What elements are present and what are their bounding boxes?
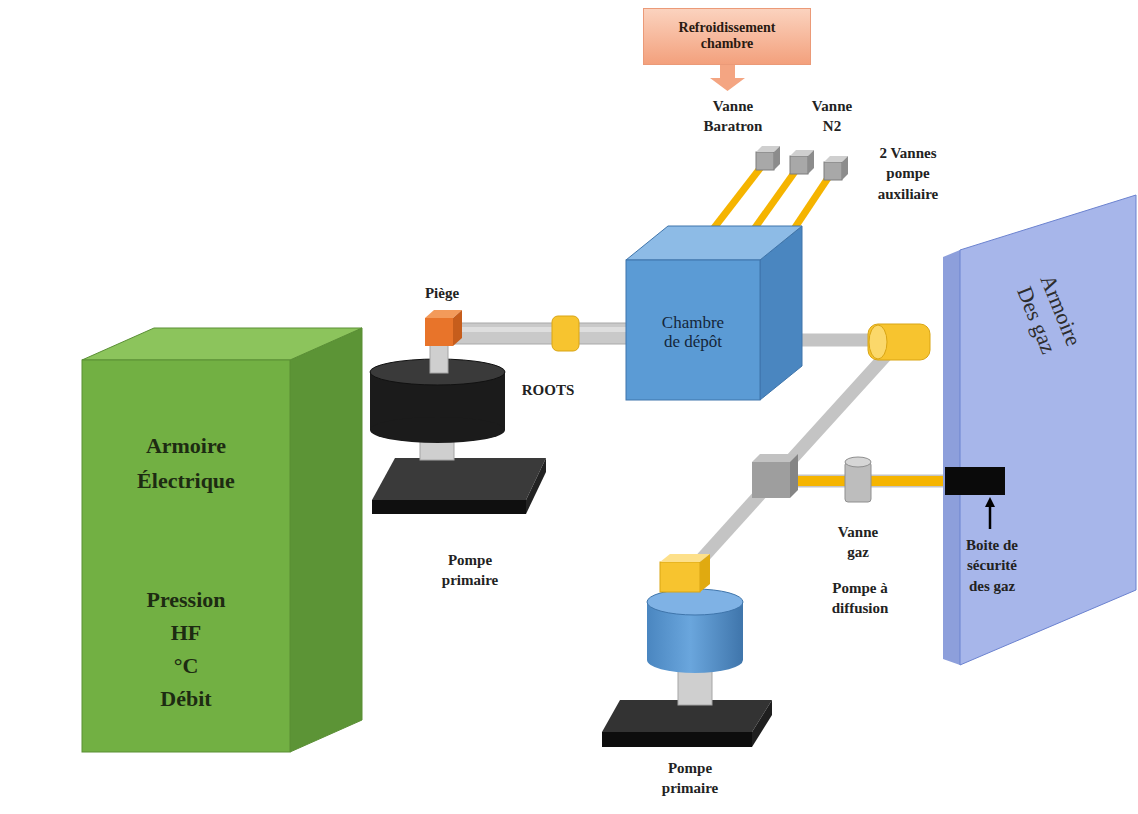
pointer-arrow: [989, 505, 992, 529]
part-label: Vanne N2: [804, 96, 860, 137]
roots-bottom: [370, 417, 505, 443]
trap-side: [453, 310, 462, 346]
cube-top: [82, 328, 362, 360]
part-label: Pompe primaire: [650, 758, 730, 799]
node-text: Refroidissement chambre: [652, 20, 802, 54]
valve-body: [756, 152, 774, 170]
pipe-highlight: [452, 327, 630, 332]
part-label: Pompe à diffusion: [821, 578, 899, 619]
junction-side: [790, 454, 798, 498]
part-label: Vanne Baratron: [696, 96, 770, 137]
node-text: Chambre de dépôt: [654, 313, 732, 352]
gas-valve: [845, 462, 871, 502]
electrical-cabinet: Armoire ÉlectriquePression HF °C Débit: [82, 328, 362, 752]
junction-top: [752, 454, 798, 462]
deposition-chamber: Chambre de dépôt: [626, 226, 802, 400]
pump-plate-front: [372, 500, 526, 514]
pump-plate: [372, 458, 546, 500]
chamber-valve: [868, 324, 930, 360]
valve-side: [842, 156, 848, 180]
valve-body: [790, 156, 808, 174]
part-label: Piège: [412, 283, 472, 303]
node-outline: [82, 328, 362, 752]
trap-shaft: [430, 343, 448, 373]
valve-side: [808, 150, 814, 174]
auxiliary-valve: [824, 156, 848, 180]
pump-plate-side: [526, 458, 546, 514]
cube-top: [626, 226, 802, 260]
pump-plate-front: [602, 732, 752, 747]
valve-body: [824, 162, 842, 180]
node-text: Armoire Électrique: [86, 428, 286, 498]
trap-front: [425, 318, 453, 346]
pump-plate-side: [752, 700, 772, 747]
part-label: Vanne gaz: [830, 522, 886, 563]
gas-cabinet: Armoire Des gaz: [943, 195, 1137, 667]
part-label: 2 Vannes pompe auxiliaire: [868, 143, 948, 204]
pipe-valve: [552, 316, 579, 351]
junction-front: [752, 462, 790, 498]
box-shape: [644, 9, 811, 65]
part-label: Pompe primaire: [430, 550, 510, 591]
part-label: ROOTS: [513, 380, 583, 400]
n2-valve: [790, 150, 814, 174]
cube-front: [626, 260, 760, 400]
cabinet-side: [943, 250, 960, 665]
cooling-arrow: [710, 64, 745, 91]
cube-front: [82, 360, 290, 752]
pipe: [452, 323, 630, 344]
part-label: Boite de sécurité des gaz: [955, 535, 1029, 596]
gas-valve-top: [845, 457, 871, 467]
diffusion-valve: [660, 562, 700, 592]
node-text: Pression HF °C Débit: [86, 583, 286, 715]
diffusion-pump-top: [647, 589, 743, 615]
node-outline: [943, 195, 1137, 667]
cabinet-face: [960, 195, 1136, 665]
pointer-arrowhead: [985, 497, 995, 507]
baratron-valve: [756, 146, 780, 170]
valve-side: [774, 146, 780, 170]
cooling-box: Refroidissement chambre: [643, 8, 811, 65]
chamber-valve-end: [869, 325, 887, 359]
diffusion-valve-side: [700, 554, 710, 592]
diffusion-pump-bottom: [647, 647, 743, 673]
cube-side: [290, 328, 362, 752]
gas-safety-box: [945, 467, 1005, 495]
